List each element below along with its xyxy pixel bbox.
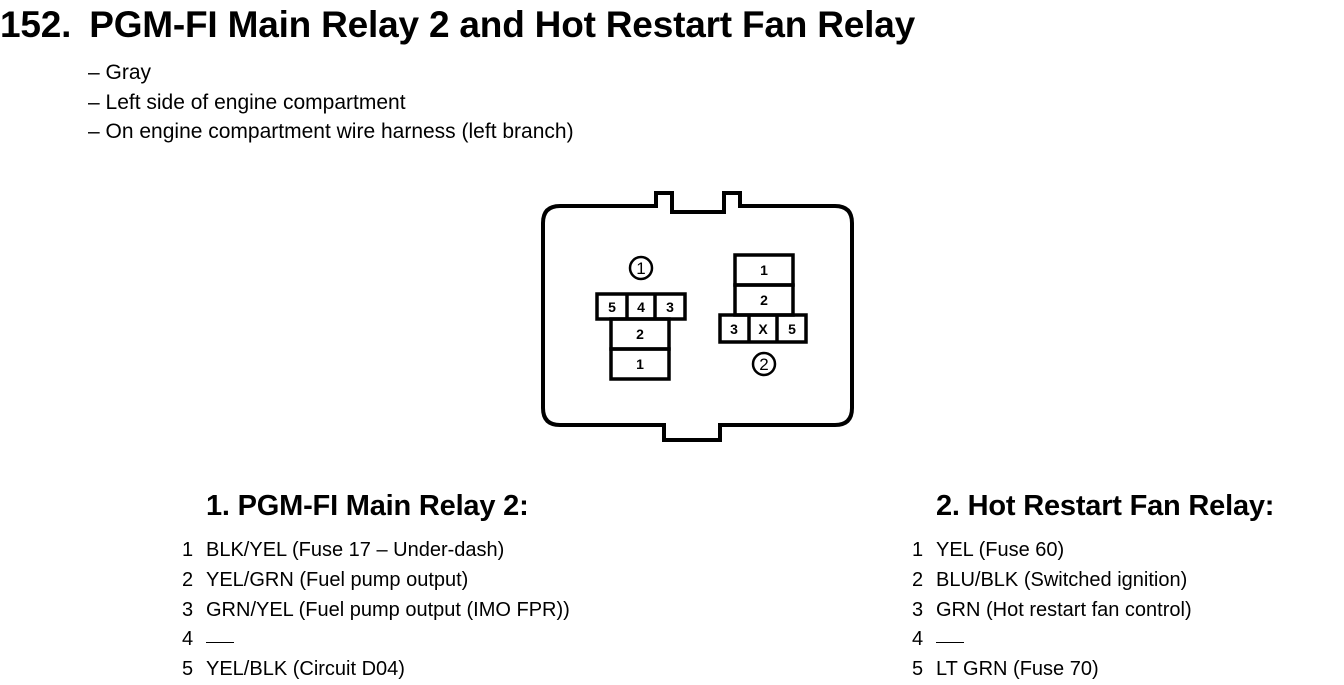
relay1-title: 1. PGM-FI Main Relay 2: xyxy=(206,490,529,522)
socket1-pin-5: 5 xyxy=(608,299,616,315)
no-wire-dash xyxy=(206,641,234,643)
socket1-pin-1: 1 xyxy=(636,356,644,372)
socket2-pin-5: 5 xyxy=(788,321,796,337)
socket1-pin-2: 2 xyxy=(636,326,644,342)
socket1-pin-3: 3 xyxy=(666,299,674,315)
list-item: 4 xyxy=(912,625,1192,655)
page-title: 152. PGM-FI Main Relay 2 and Hot Restart … xyxy=(0,4,915,46)
note-location: – Left side of engine compartment xyxy=(88,90,406,114)
relay-socket-2 xyxy=(718,253,808,377)
socket2-pin-x: X xyxy=(758,321,768,337)
socket2-label: 2 xyxy=(759,355,768,374)
no-wire-dash xyxy=(936,641,964,643)
note-color: – Gray xyxy=(88,61,152,84)
connector-notes: – Gray – Left side of engine compartment… xyxy=(88,58,574,147)
note-harness: – On engine compartment wire harness (le… xyxy=(88,120,574,143)
list-item: 4 xyxy=(182,625,570,655)
section-title: PGM-FI Main Relay 2 and Hot Restart Fan … xyxy=(89,4,915,45)
socket1-label: 1 xyxy=(636,259,645,278)
relay2-title: 2. Hot Restart Fan Relay: xyxy=(936,490,1275,522)
relay-socket-1 xyxy=(595,255,687,381)
socket2-pin-1: 1 xyxy=(760,262,768,278)
socket2-pin-3: 3 xyxy=(730,321,738,337)
socket1-pin-4: 4 xyxy=(637,299,645,315)
socket2-pin-2: 2 xyxy=(760,292,768,308)
section-number: 152. xyxy=(0,4,72,45)
connector-housing xyxy=(541,191,854,442)
